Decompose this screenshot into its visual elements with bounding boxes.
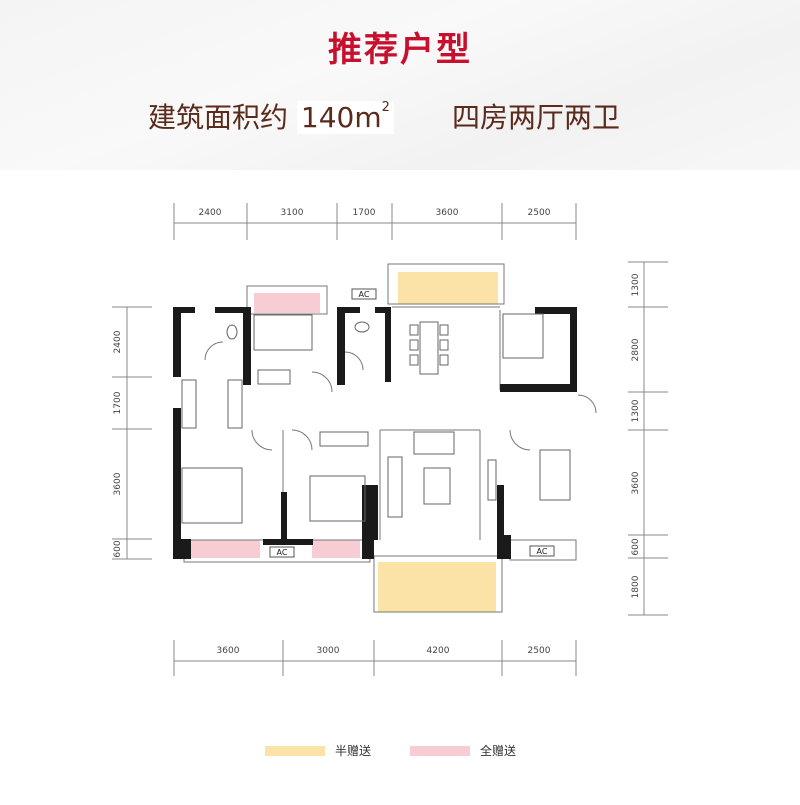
- wardrobe-2: [227, 379, 243, 429]
- ac-label-3: AC: [537, 547, 548, 556]
- dim-right-1: 2800: [631, 338, 641, 361]
- dim-right-2: 1300: [631, 399, 641, 422]
- bay-window-full-gift-2: [190, 540, 260, 558]
- wardrobe-1: [181, 379, 197, 429]
- legend-swatch-full: [410, 745, 470, 756]
- legend-label-full: 全赠送: [480, 744, 517, 758]
- kitchen-counter: [502, 313, 544, 359]
- dim-right-5: 1800: [631, 575, 641, 598]
- furniture: [181, 313, 571, 524]
- dim-right-3: 3600: [631, 471, 641, 494]
- bed-second: [309, 475, 366, 522]
- room-layout: 四房两厅两卫: [452, 101, 621, 134]
- dim-left-1: 1700: [113, 391, 123, 414]
- coffee-table: [423, 467, 451, 505]
- ac-label-1: AC: [359, 290, 370, 299]
- ac-label-2: AC: [277, 548, 288, 557]
- dining-table: [419, 321, 439, 375]
- tv-cabinet: [487, 459, 497, 501]
- bay-window-full-gift-3: [312, 540, 360, 558]
- balcony-half-gift-bottom: [378, 562, 496, 612]
- dim-top-3: 3600: [436, 208, 459, 218]
- dim-bottom-3: 2500: [528, 646, 551, 656]
- area-info: 建筑面积约 140m2: [148, 96, 394, 136]
- header-banner: 推荐户型 建筑面积约 140m2 四房两厅两卫: [0, 0, 800, 170]
- bed-fourth: [253, 314, 313, 351]
- legend-half-gift: 半赠送: [265, 742, 371, 759]
- dimension-lines: [112, 203, 668, 676]
- dim-bottom-1: 3000: [317, 646, 340, 656]
- dim-left-0: 2400: [113, 330, 123, 353]
- dim-left-2: 3600: [113, 472, 123, 495]
- wardrobe-4: [257, 369, 291, 385]
- wardrobe-3: [319, 431, 369, 447]
- dim-right-0: 1300: [631, 273, 641, 296]
- toilet-2: [354, 321, 370, 333]
- page-title: 推荐户型: [328, 30, 472, 70]
- dim-bottom-0: 3600: [217, 646, 240, 656]
- dim-left-3: 600: [113, 540, 123, 557]
- balcony-half-gift-top: [398, 272, 498, 304]
- door-arcs: [204, 341, 597, 451]
- dim-bottom-2: 4200: [427, 646, 450, 656]
- sofa-2: [413, 431, 455, 455]
- ac-labels: AC AC AC: [269, 288, 555, 558]
- bed-master: [181, 467, 243, 524]
- bay-window-full-gift-1: [254, 293, 320, 313]
- legend-swatch-half: [265, 745, 325, 756]
- area-label: 建筑面积约: [148, 101, 289, 134]
- sofa: [387, 456, 403, 518]
- bed-third: [539, 449, 571, 501]
- dim-top-1: 3100: [281, 208, 304, 218]
- toilet-1: [226, 324, 238, 340]
- legend-full-gift: 全赠送: [410, 742, 516, 759]
- dim-top-0: 2400: [199, 208, 222, 218]
- legend-label-half: 半赠送: [335, 744, 372, 758]
- area-value-wrap: 140m2: [296, 100, 394, 134]
- area-unit-sup: 2: [381, 100, 390, 115]
- dim-right-4: 600: [631, 538, 641, 555]
- dimension-labels: 2400 3100 1700 3600 2500 3600 3000 4200 …: [113, 208, 641, 656]
- area-value: 140m: [300, 101, 382, 134]
- dim-top-4: 2500: [528, 208, 551, 218]
- thin-walls: [183, 263, 577, 613]
- thick-walls: [173, 307, 577, 559]
- dim-top-2: 1700: [353, 208, 376, 218]
